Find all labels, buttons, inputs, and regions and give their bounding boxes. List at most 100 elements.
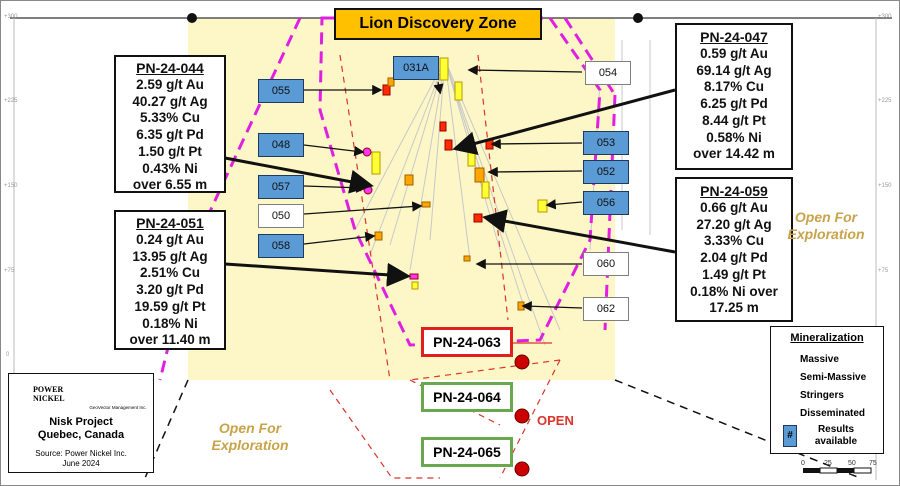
intercept-massive xyxy=(362,147,372,157)
result-line: 6.35 g/t Pd xyxy=(136,127,204,143)
hole-label-062: 062 xyxy=(583,297,629,321)
hole-label-031a: 031A xyxy=(393,56,439,80)
hole-label-055: 055 xyxy=(258,79,304,103)
intercept-semi-massive xyxy=(444,139,453,151)
outer-dash-right xyxy=(614,379,861,479)
y-tick-right: +225 xyxy=(878,98,892,104)
hole-label-058: 058 xyxy=(258,234,304,258)
result-line: 19.59 g/t Pt xyxy=(134,298,206,314)
hole-label-056: 056 xyxy=(583,191,629,215)
result-line: 2.59 g/t Au xyxy=(136,77,204,92)
scale-label: 75 xyxy=(869,460,877,467)
result-line: 8.17% Cu xyxy=(703,79,765,95)
intercept-semi-massive xyxy=(382,84,391,96)
open-for-exploration-left: Open For Exploration xyxy=(211,420,289,453)
intercept-stringers xyxy=(474,167,485,183)
y-tick-right: +150 xyxy=(878,183,892,189)
intercept-semi-massive xyxy=(439,121,447,132)
result-title: PN-24-051 xyxy=(136,215,204,231)
project-location: Quebec, Canada xyxy=(37,429,125,441)
legend-results-label: Results available xyxy=(814,424,858,447)
legend-item-massive: Massive xyxy=(800,354,839,365)
result-line: 0.58% Ni xyxy=(706,129,762,145)
intercept-stringers xyxy=(374,231,383,241)
pending-hole-pn-24-065: PN-24-065 xyxy=(421,437,513,467)
result-title: PN-24-059 xyxy=(700,183,768,199)
result-line: 0.66 g/t Au xyxy=(700,200,768,215)
open-for-exploration-right: Open For Exploration xyxy=(787,209,865,242)
result-box-pn-24-051: PN-24-051 0.24 g/t Au 13.95 g/t Ag 2.51%… xyxy=(114,210,226,350)
y-tick-right: +75 xyxy=(878,268,889,274)
legend-item-semi-massive: Semi-Massive xyxy=(800,372,867,383)
pierce-point-064 xyxy=(514,408,530,424)
intercept-disseminated xyxy=(439,57,449,81)
scale-bar xyxy=(803,467,872,474)
result-line: 0.24 g/t Au xyxy=(136,232,204,247)
result-line: 2.04 g/t Pd xyxy=(700,250,768,266)
result-box-pn-24-047: PN-24-047 0.59 g/t Au 69.14 g/t Ag 8.17%… xyxy=(675,23,793,170)
legend: Mineralization Massive Semi-Massive Stri… xyxy=(770,326,884,454)
intercept-massive xyxy=(363,185,373,195)
result-line: 69.14 g/t Ag xyxy=(696,62,772,78)
open-label: OPEN xyxy=(537,413,574,428)
legend-results-marker: # xyxy=(783,425,797,447)
project-source: Source: Power Nickel Inc. xyxy=(35,449,127,458)
pierce-point-065 xyxy=(514,461,530,477)
result-box-pn-24-059: PN-24-059 0.66 g/t Au 27.20 g/t Ag 3.33%… xyxy=(675,177,793,322)
result-line: 0.43% Ni xyxy=(142,160,198,176)
project-date: June 2024 xyxy=(62,459,100,468)
intercept-disseminated xyxy=(371,151,381,175)
y-tick-left: +225 xyxy=(4,98,18,104)
y-tick-right: +300 xyxy=(878,14,892,20)
zone-title: Lion Discovery Zone xyxy=(334,8,542,40)
surface-marker-left xyxy=(187,13,197,23)
leader-arrows xyxy=(224,64,676,344)
result-line: 5.33% Cu xyxy=(139,110,201,126)
intercepts xyxy=(362,57,548,311)
scale-label: 0 xyxy=(801,460,805,467)
pierce-point-063 xyxy=(514,354,530,370)
intercept-disseminated xyxy=(537,199,548,213)
y-tick-left: +75 xyxy=(4,268,15,274)
result-line: over 14.42 m xyxy=(693,146,775,162)
hole-label-057: 057 xyxy=(258,175,304,199)
intercept-disseminated xyxy=(467,149,476,167)
intercept-stringers xyxy=(387,77,395,87)
surface-marker-right xyxy=(633,13,643,23)
scale-label: 25 xyxy=(824,460,832,467)
result-line: 13.95 g/t Ag xyxy=(132,248,208,264)
result-line: 2.51% Cu xyxy=(139,265,201,281)
result-line: 0.18% Ni over xyxy=(690,283,778,299)
intercept-disseminated xyxy=(481,181,490,199)
result-line: over 11.40 m xyxy=(129,332,211,348)
legend-item-disseminated: Disseminated xyxy=(800,408,866,419)
hole-label-050: 050 xyxy=(258,204,304,228)
result-line: 40.27 g/t Ag xyxy=(132,93,208,109)
project-name: Nisk Project xyxy=(49,416,113,428)
legend-title: Mineralization xyxy=(790,332,864,344)
hole-label-048: 048 xyxy=(258,133,304,157)
result-line: 6.25 g/t Pd xyxy=(700,96,768,112)
intercept-stringers xyxy=(421,201,431,208)
result-line: 27.20 g/t Ag xyxy=(696,216,772,232)
mineralized-envelope xyxy=(318,16,602,347)
intercept-semi-massive xyxy=(473,213,483,223)
hole-label-053: 053 xyxy=(583,131,629,155)
result-title: PN-24-044 xyxy=(136,60,204,76)
hole-label-052: 052 xyxy=(583,160,629,184)
pending-hole-pn-24-063: PN-24-063 xyxy=(421,327,513,357)
intercept-disseminated xyxy=(411,281,419,290)
y-tick-left: +300 xyxy=(4,14,18,20)
power-nickel-logo-text: POWER NICKEL xyxy=(33,385,65,403)
intercept-massive xyxy=(409,273,419,280)
intercept-disseminated xyxy=(454,81,463,101)
hole-label-060: 060 xyxy=(583,252,629,276)
intercept-stringers xyxy=(404,174,414,186)
result-line: 0.59 g/t Au xyxy=(700,46,768,61)
zone-fill xyxy=(188,18,615,380)
result-line: 8.44 g/t Pt xyxy=(702,112,766,128)
y-tick-left: 0 xyxy=(6,352,10,358)
scale-label: 50 xyxy=(848,460,856,467)
intercept-stringers xyxy=(517,301,525,311)
